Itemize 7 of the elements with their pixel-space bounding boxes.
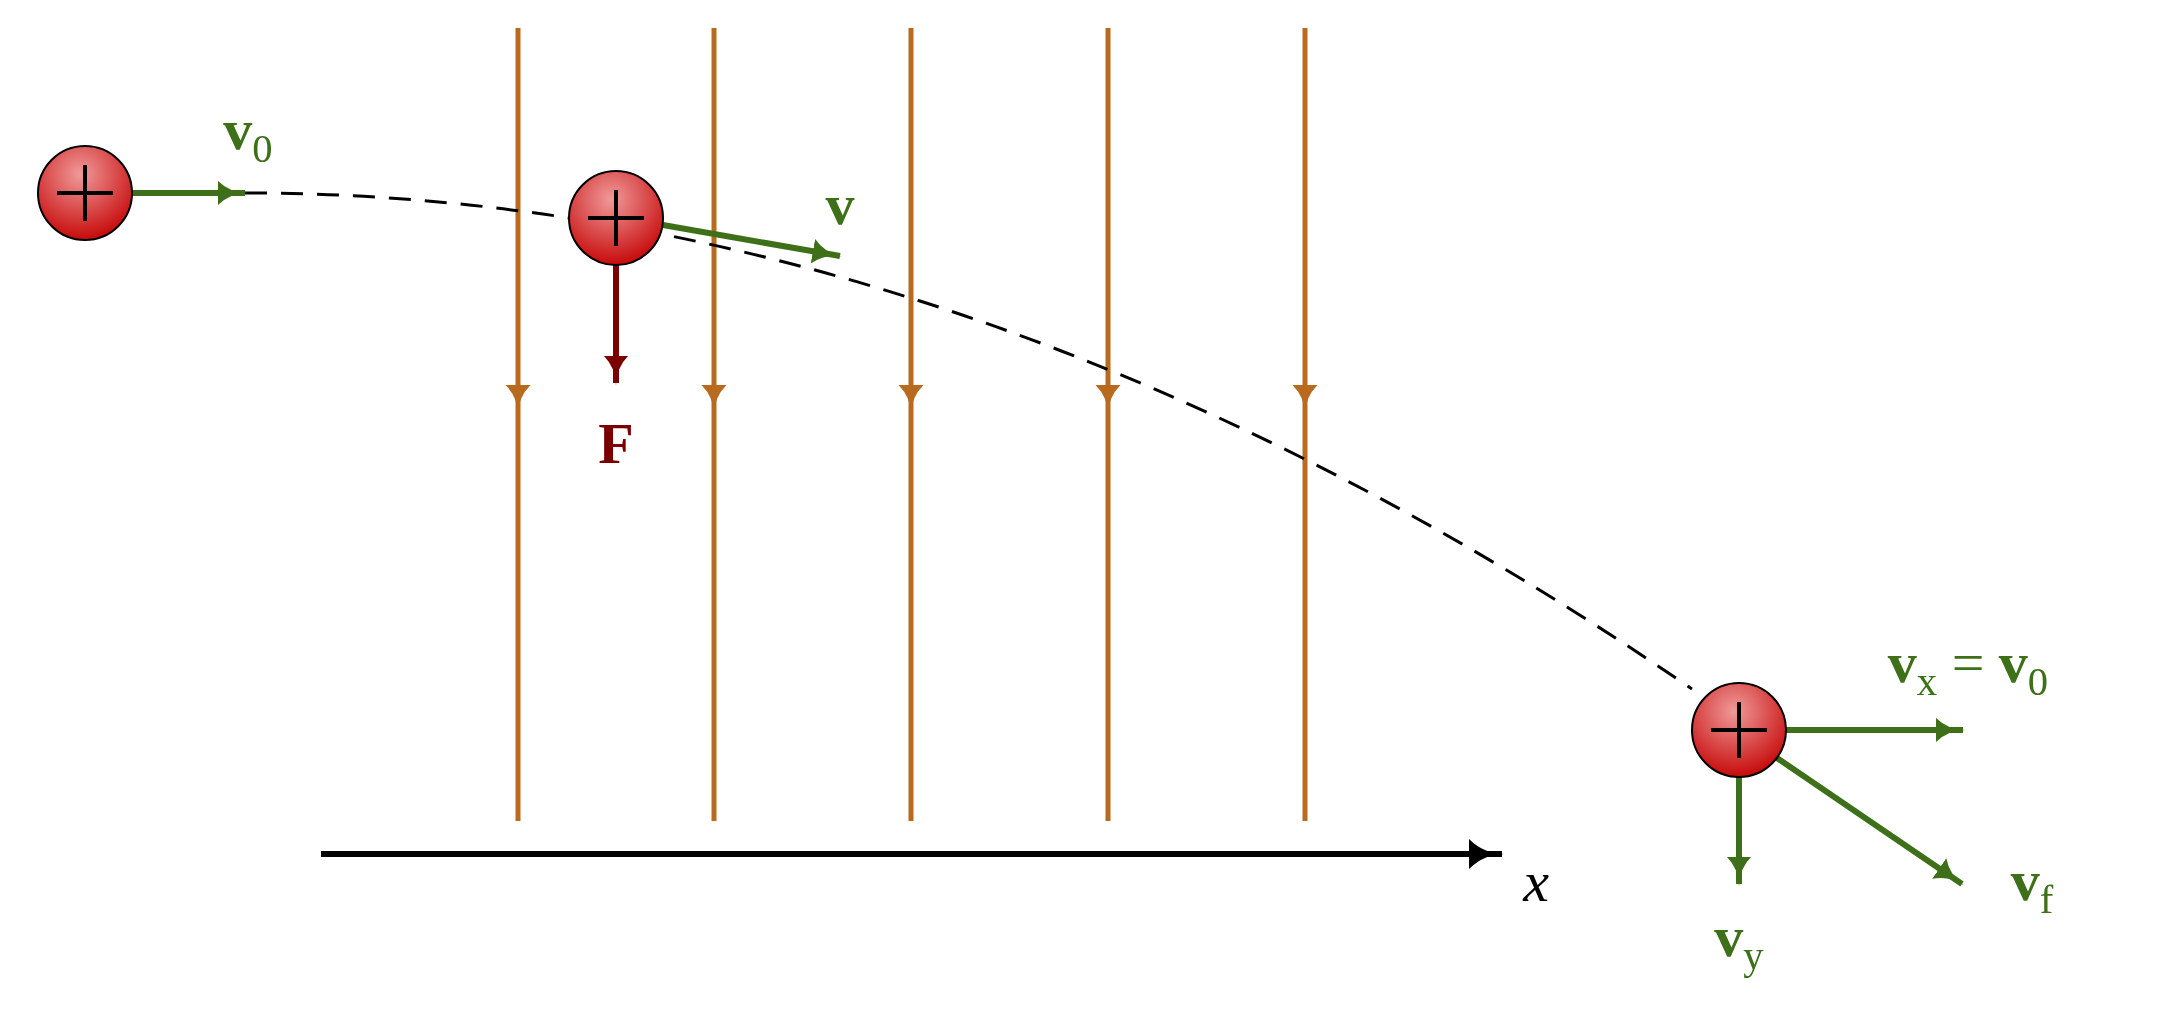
vector-label: v$_{f}$ — [2010, 851, 2054, 921]
vector-label: F — [598, 415, 634, 473]
vector-label: v — [825, 176, 855, 234]
vector-label: v$_{y}$ — [1714, 907, 1764, 977]
vector-label: v$_{x}$ = v$_{0}$ — [1887, 633, 2049, 703]
axis-label: x — [1523, 853, 1549, 911]
vector-label: v$_{0}$ — [223, 100, 273, 170]
